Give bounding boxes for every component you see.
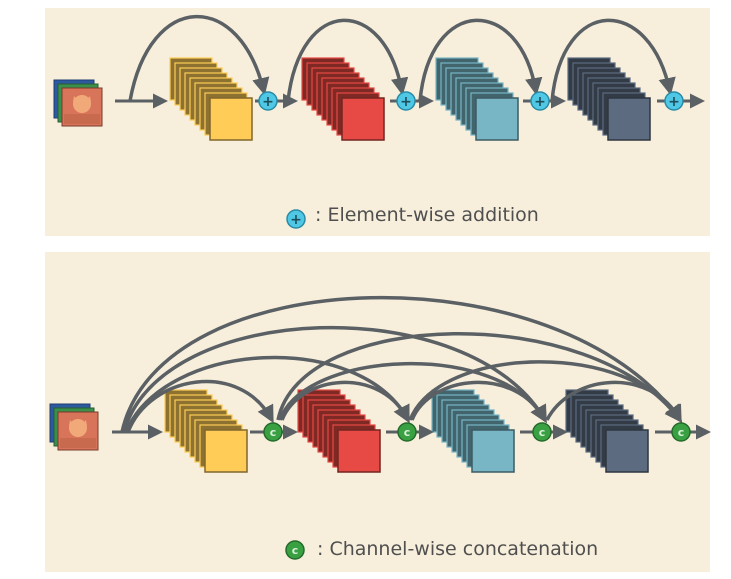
skip-arc-4 (550, 18, 676, 102)
legend-concat-icon: c (285, 540, 305, 560)
feature-map-block-1 (164, 389, 248, 473)
feature-map-block-1 (169, 57, 253, 141)
legend-addition-icon: + (286, 209, 306, 229)
concat-node-3: c (532, 422, 552, 442)
feature-map-block-4 (567, 57, 651, 141)
dense-arc (124, 355, 410, 433)
feature-map-block-3 (435, 57, 519, 141)
dense-arc (122, 325, 547, 433)
dense-diagram: c c c c c (49, 295, 711, 560)
svg-text:c: c (404, 426, 411, 439)
dense-arc (276, 332, 683, 423)
skip-arc-2 (286, 18, 409, 102)
feature-map-block-4 (565, 389, 649, 473)
concat-node-4: c (671, 422, 691, 442)
dense-arc (120, 295, 683, 433)
input-image-icon (49, 403, 99, 451)
feature-map-block-2 (297, 389, 381, 473)
svg-text:+: + (400, 94, 412, 110)
addition-node-2: + (396, 91, 416, 111)
svg-text:c: c (539, 426, 546, 439)
addition-node-3: + (530, 91, 550, 111)
skip-arc-1 (128, 14, 270, 102)
skip-arc-3 (418, 18, 543, 102)
feature-map-block-2 (301, 57, 385, 141)
feature-map-block-3 (431, 389, 515, 473)
svg-text:+: + (668, 94, 680, 110)
svg-text:+: + (262, 94, 274, 110)
svg-text:c: c (292, 544, 299, 557)
legend-concat-label: : Channel-wise concatenation (317, 538, 599, 560)
input-image-icon (53, 79, 103, 127)
concat-node-2: c (397, 422, 417, 442)
concat-node-1: c (263, 422, 283, 442)
dense-arc (545, 380, 682, 424)
residual-diagram: + + + + + (53, 14, 705, 229)
legend-addition-label: : Element-wise addition (315, 204, 539, 226)
addition-node-1: + (258, 91, 278, 111)
svg-text:+: + (534, 94, 546, 110)
dense-arc (280, 380, 410, 424)
addition-node-4: + (664, 91, 684, 111)
svg-text:c: c (270, 426, 277, 439)
dense-arc (126, 379, 274, 433)
svg-text:+: + (290, 212, 302, 228)
svg-text:c: c (678, 426, 685, 439)
dense-arc (410, 380, 547, 424)
